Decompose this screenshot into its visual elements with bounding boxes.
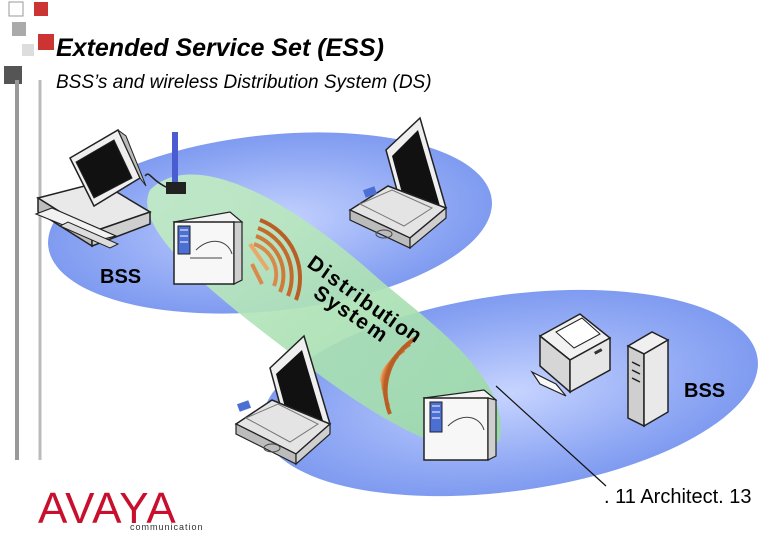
bss-label-left: BSS — [100, 266, 142, 288]
callout-line — [495, 385, 607, 487]
laptop-icon — [348, 116, 448, 250]
footer-text: . 11 Architect. 13 — [604, 486, 752, 508]
corner-decoration — [4, 1, 54, 460]
page-title: Extended Service Set (ESS) — [56, 34, 384, 62]
avaya-logo: AVAYA — [38, 484, 177, 533]
wireless-signal-icon — [248, 218, 302, 301]
access-point-icon — [422, 389, 498, 461]
wireless-signal-icon — [379, 336, 418, 415]
bss-label-right: BSS — [684, 380, 726, 402]
server-icon — [626, 331, 670, 428]
laptop-icon — [234, 334, 332, 466]
page-subtitle: BSS’s and wireless Distribution System (… — [56, 72, 432, 93]
printer-icon — [530, 313, 612, 397]
avaya-logo-tagline: communication — [130, 522, 204, 532]
desktop-computer-icon — [34, 128, 152, 249]
access-point-icon — [172, 211, 244, 285]
antenna-icon — [144, 132, 186, 194]
